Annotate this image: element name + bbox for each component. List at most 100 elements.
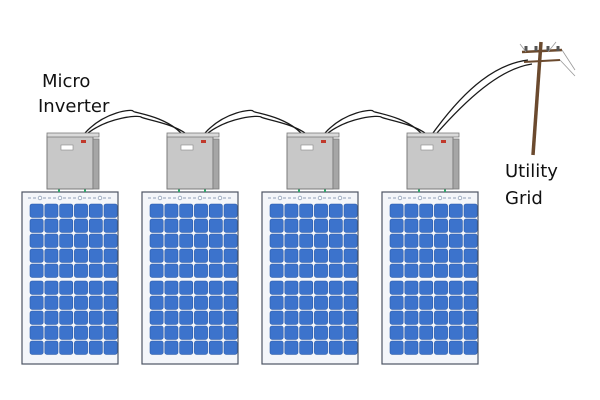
ac-trunk-wire — [324, 109, 422, 134]
solar-cell — [29, 340, 44, 355]
solar-cell — [343, 340, 358, 355]
solar-cell — [103, 233, 118, 248]
solar-cell — [389, 233, 404, 248]
solar-cell — [44, 325, 59, 340]
solar-cell — [194, 248, 208, 263]
solar-cell — [223, 280, 238, 295]
micro-inverters — [46, 132, 460, 190]
solar-cell — [328, 233, 343, 248]
solar-cell — [328, 295, 343, 310]
solar-cell — [164, 340, 179, 355]
pole-line — [547, 41, 557, 53]
solar-cell — [223, 310, 238, 325]
solar-cell — [389, 340, 404, 355]
solar-cell — [164, 218, 179, 233]
solar-cell — [44, 280, 59, 295]
solar-cell — [463, 280, 478, 295]
solar-cell — [434, 233, 448, 248]
solar-cell — [419, 280, 434, 295]
solar-cell — [208, 280, 223, 295]
solar-cell — [419, 295, 434, 310]
solar-cell — [59, 295, 74, 310]
solar-cell — [269, 280, 284, 295]
solar-cell — [179, 280, 194, 295]
panel-junction-dot — [457, 195, 463, 201]
solar-cell — [194, 233, 208, 248]
solar-cell — [74, 280, 88, 295]
panel-junction-dot — [97, 195, 103, 201]
solar-cell — [404, 310, 419, 325]
solar-cell — [44, 248, 59, 263]
solar-cell — [223, 263, 238, 278]
solar-cell — [284, 325, 299, 340]
pole-insulator — [524, 46, 528, 51]
solar-cell — [88, 310, 103, 325]
inverter-nameplate — [420, 144, 434, 151]
solar-cell — [314, 295, 328, 310]
solar-cell — [343, 248, 358, 263]
solar-cell — [88, 248, 103, 263]
solar-cell — [59, 263, 74, 278]
panel-junction-dot — [297, 195, 303, 201]
solar-cell — [208, 203, 223, 218]
solar-cell — [59, 280, 74, 295]
solar-cell — [194, 310, 208, 325]
solar-cell — [179, 340, 194, 355]
solar-cell — [343, 218, 358, 233]
solar-cell — [103, 218, 118, 233]
solar-cell — [74, 295, 88, 310]
solar-cell — [328, 325, 343, 340]
solar-cell — [194, 295, 208, 310]
solar-cell — [434, 203, 448, 218]
panel-junction-dot — [337, 195, 343, 201]
panel-junction-dot — [277, 195, 283, 201]
solar-cell — [88, 325, 103, 340]
panel-junction-dot — [57, 195, 63, 201]
solar-cell — [179, 248, 194, 263]
solar-cell — [208, 218, 223, 233]
solar-cell — [343, 310, 358, 325]
solar-cell — [269, 310, 284, 325]
solar-cell — [179, 233, 194, 248]
solar-cell — [434, 248, 448, 263]
solar-cell — [194, 218, 208, 233]
solar-cell — [223, 248, 238, 263]
micro-inverter-label-line2: Inverter — [38, 96, 110, 117]
utility-grid-label-line1: Utility — [505, 161, 558, 182]
panel-junction-dot — [217, 195, 223, 201]
solar-cell — [284, 248, 299, 263]
solar-cell — [269, 325, 284, 340]
solar-cell — [164, 203, 179, 218]
solar-cell — [448, 218, 463, 233]
solar-cell — [404, 218, 419, 233]
pole-line — [561, 49, 576, 71]
solar-cell — [208, 248, 223, 263]
solar-cell — [164, 248, 179, 263]
panel-junction-dot — [437, 195, 443, 201]
solar-cell — [269, 263, 284, 278]
solar-cell — [343, 325, 358, 340]
solar-cell — [29, 233, 44, 248]
solar-cell — [404, 325, 419, 340]
solar-cell — [149, 280, 164, 295]
solar-cell — [149, 340, 164, 355]
solar-cell — [328, 203, 343, 218]
solar-cell — [149, 218, 164, 233]
utility-grid-label-line2: Grid — [505, 188, 543, 209]
inverter-top — [406, 132, 460, 138]
solar-cell — [88, 295, 103, 310]
solar-cell — [314, 233, 328, 248]
solar-cell — [59, 203, 74, 218]
micro-inverter — [166, 132, 220, 190]
solar-cell — [269, 340, 284, 355]
solar-cell — [314, 263, 328, 278]
panel-junction-dot — [417, 195, 423, 201]
panel-junction-dot — [37, 195, 43, 201]
solar-cell — [419, 325, 434, 340]
solar-cell — [44, 218, 59, 233]
solar-cell — [419, 203, 434, 218]
solar-cell — [419, 263, 434, 278]
solar-cell — [194, 325, 208, 340]
solar-cell — [419, 218, 434, 233]
solar-panels — [21, 191, 479, 365]
